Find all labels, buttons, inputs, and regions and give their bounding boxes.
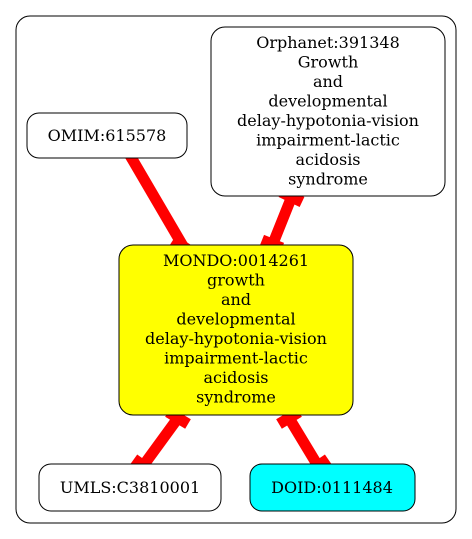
- node-mondo-line: growth: [207, 271, 265, 290]
- node-orphanet-line: syndrome: [288, 170, 368, 189]
- node-umls[interactable]: UMLS:C3810001: [38, 463, 222, 512]
- node-orphanet-line: developmental: [268, 92, 387, 111]
- node-orphanet-line: Orphanet:391348: [256, 33, 400, 52]
- node-mondo-line: and: [221, 290, 251, 309]
- node-mondo-line: MONDO:0014261: [163, 251, 309, 270]
- node-orphanet-line: acidosis: [295, 150, 360, 169]
- node-mondo-line: impairment-lactic: [164, 349, 308, 368]
- node-omim-box: [26, 112, 188, 159]
- node-doid-box: [249, 463, 416, 512]
- node-mondo-line: developmental: [176, 310, 295, 329]
- node-mondo-line: delay-hypotonia-vision: [145, 329, 327, 348]
- node-mondo-box: [118, 244, 354, 416]
- node-mondo-line: syndrome: [196, 388, 276, 407]
- node-omim-label: OMIM:615578: [48, 126, 167, 145]
- node-orphanet-box: [210, 26, 446, 197]
- node-doid-label: DOID:0111484: [271, 478, 393, 497]
- node-mondo-line: acidosis: [203, 368, 268, 387]
- node-orphanet-line: Growth: [298, 53, 359, 72]
- node-orphanet-line: and: [313, 72, 343, 91]
- node-umls-line: UMLS:C3810001: [60, 478, 200, 497]
- node-umls-box: [38, 463, 222, 512]
- node-omim[interactable]: OMIM:615578: [26, 112, 188, 159]
- node-umls-label: UMLS:C3810001: [60, 478, 200, 497]
- node-orphanet-line: impairment-lactic: [256, 131, 400, 150]
- node-doid-line: DOID:0111484: [271, 478, 393, 497]
- node-orphanet-line: delay-hypotonia-vision: [237, 111, 419, 130]
- node-omim-line: OMIM:615578: [48, 126, 167, 145]
- node-doid[interactable]: DOID:0111484: [249, 463, 416, 512]
